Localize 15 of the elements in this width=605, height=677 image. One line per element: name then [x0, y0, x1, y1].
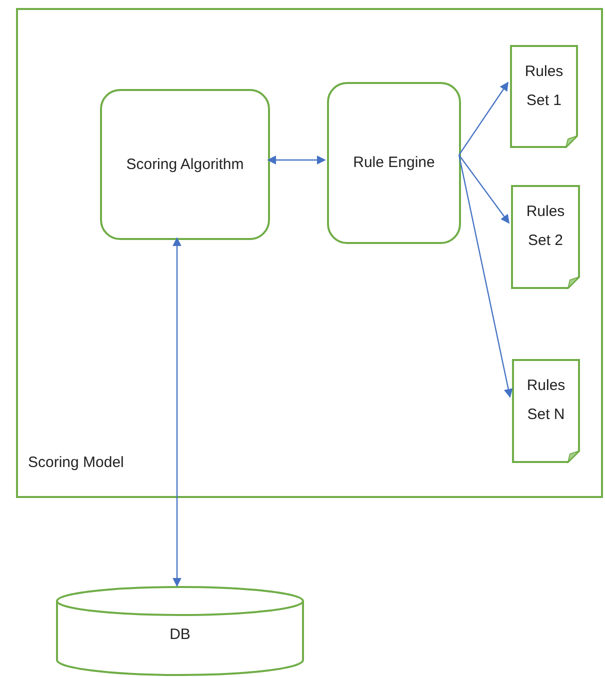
node-label: Rules Set 2	[525, 202, 566, 251]
container-frame	[16, 8, 603, 498]
arrow	[267, 156, 326, 164]
process-box	[327, 82, 461, 244]
node-label: Scoring Algorithm	[125, 154, 245, 174]
node-label: DB	[168, 625, 192, 645]
arrow	[458, 82, 508, 156]
arrow	[172, 237, 182, 587]
node-label: Rules Set N	[526, 376, 566, 425]
node-label: Rules Set 1	[524, 62, 564, 111]
group-label: Scoring Model	[28, 453, 125, 473]
node-label: Rule Engine	[352, 153, 436, 173]
process-box	[100, 89, 270, 240]
arrow	[458, 154, 513, 398]
arrow	[458, 154, 510, 224]
